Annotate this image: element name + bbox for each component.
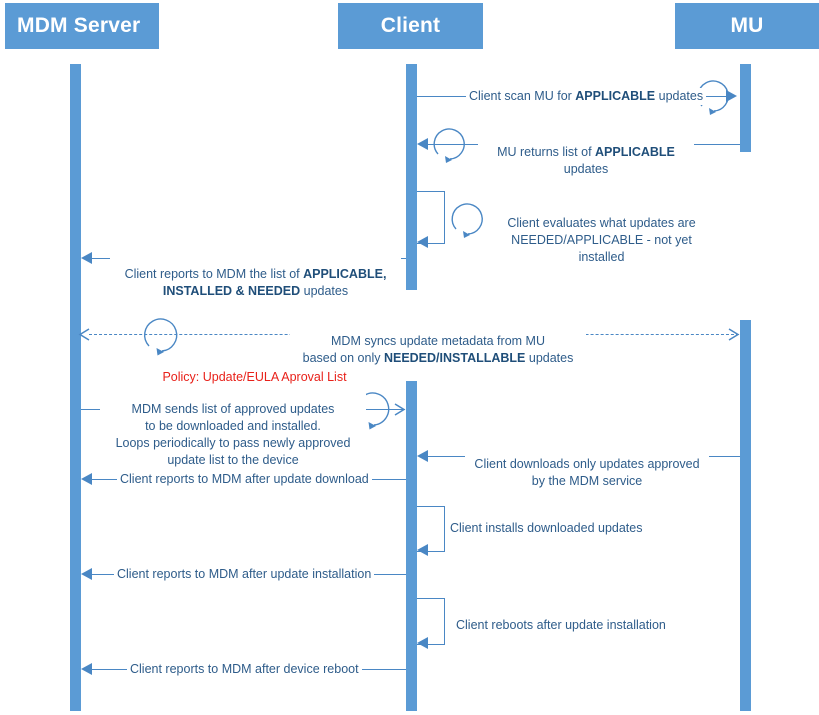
arrow-head-m8: [81, 473, 92, 485]
message-label-m11: Client reboots after update installation: [456, 618, 666, 632]
participant-client-label: Client: [380, 14, 441, 37]
self-call-bracket-m3: [417, 191, 445, 244]
arrow-head-m11: [417, 637, 428, 649]
message-label-m9: Client installs downloaded updates: [450, 521, 643, 535]
arrow-head-m2: [417, 138, 428, 150]
message-label-m8: Client reports to MDM after update downl…: [117, 471, 372, 488]
message-label-m7: Client downloads only updates approved b…: [465, 439, 709, 490]
loop-icon-m3: [448, 195, 494, 241]
lifeline-mdm-server: [70, 64, 81, 711]
arrow-head-m5-left: [78, 328, 90, 341]
message-label-m4: Client reports to MDM the list of APPLIC…: [110, 249, 401, 300]
loop-icon-m2: [430, 120, 476, 166]
message-label-m10: Client reports to MDM after update insta…: [114, 566, 375, 583]
loop-icon-m5: [140, 310, 188, 358]
participant-mdm-server[interactable]: MDM Server: [5, 3, 159, 49]
lifeline-mu-upper: [740, 64, 751, 152]
arrow-head-m3: [417, 236, 428, 248]
arrow-head-m10: [81, 568, 92, 580]
lifeline-client-lower: [406, 381, 417, 711]
arrow-head-m1: [726, 90, 737, 102]
message-label-m6-policy: Policy: Update/EULA Aproval List: [143, 369, 366, 386]
arrow-head-m7: [417, 450, 428, 462]
lifeline-mu-lower: [740, 320, 751, 711]
message-label-m2: MU returns list of APPLICABLE updates: [478, 127, 694, 178]
lifeline-client-upper: [406, 64, 417, 290]
arrow-head-m12: [81, 663, 92, 675]
message-label-m1: Client scan MU for APPLICABLE updates: [466, 88, 707, 105]
self-call-bracket-m9: [417, 506, 445, 552]
arrow-head-m6: [392, 403, 406, 416]
participant-client[interactable]: Client: [338, 3, 483, 49]
self-call-bracket-m11: [417, 598, 445, 645]
participant-mdm-server-label: MDM Server: [17, 14, 141, 37]
participant-mu-label: MU: [730, 14, 764, 37]
message-label-m3: Client evaluates what updates are NEEDED…: [507, 216, 696, 264]
arrow-head-m5-right: [726, 328, 740, 341]
message-label-m5: MDM syncs update metadata from MU based …: [290, 316, 586, 367]
message-label-m12: Client reports to MDM after device reboo…: [127, 661, 362, 678]
arrow-head-m4: [81, 252, 92, 264]
participant-mu[interactable]: MU: [675, 3, 819, 49]
arrow-head-m9: [417, 544, 428, 556]
message-label-m6: MDM sends list of approved updates to be…: [100, 384, 366, 469]
